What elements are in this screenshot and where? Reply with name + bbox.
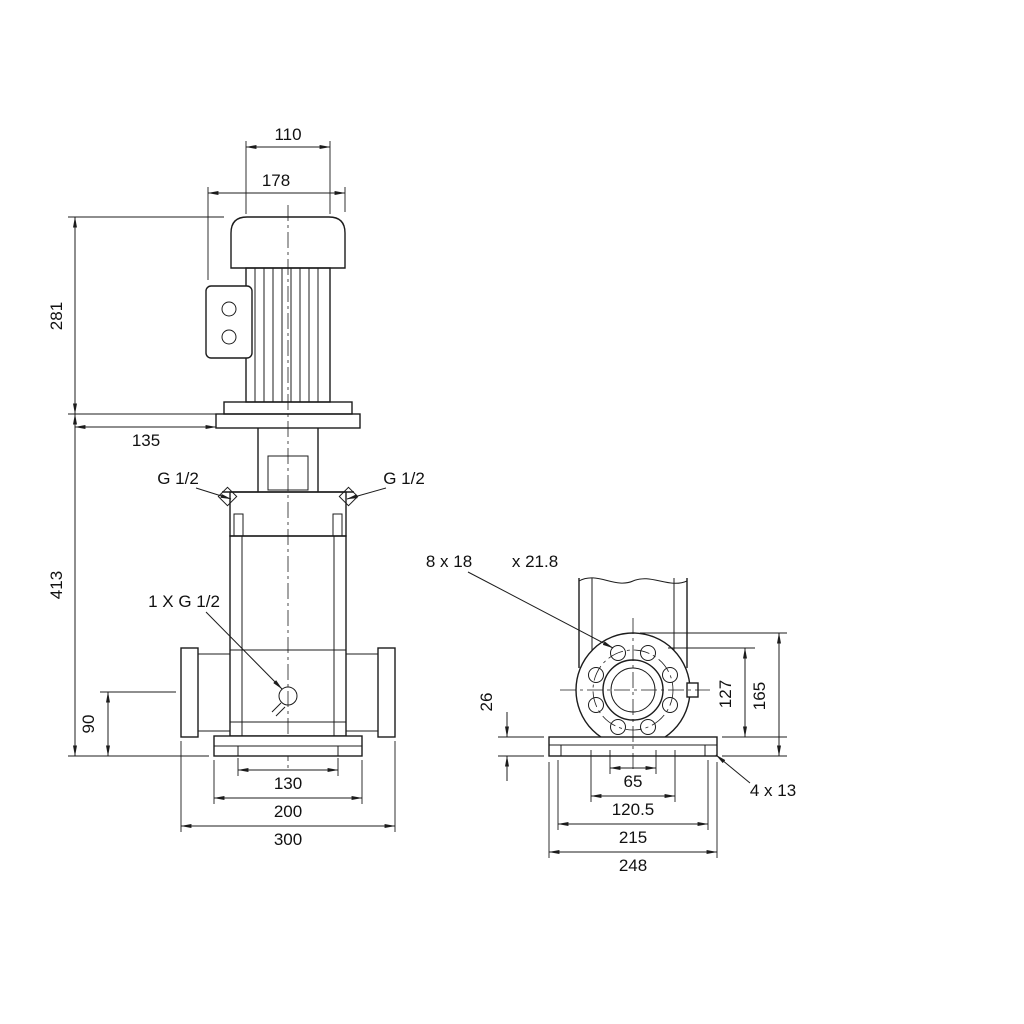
dim-65-label: 65 [624,772,643,791]
flange-hub-right [346,653,378,732]
dim-281-label: 281 [47,302,66,330]
body-inner-lines [591,578,675,651]
drain-label: 1 X G 1/2 [148,592,220,611]
dim-300-label: 300 [274,830,302,849]
dim-281: 281 [47,216,224,415]
bolt-hole [610,645,626,661]
terminal-box-screw-bottom [221,329,237,345]
dim-110-ext [245,141,331,214]
dim-248: 248 [548,762,718,875]
drain-plug [278,686,298,706]
sleeve-joints [230,649,346,723]
drain-spout [271,702,286,717]
dim-165: 165 [640,632,787,757]
terminal-box [205,285,253,359]
dim-248-label: 248 [619,856,647,875]
flange-plate-right [377,647,396,738]
terminal-box-screw-top [221,301,237,317]
dim-215: 215 [557,760,709,847]
lantern-columns [257,428,319,492]
dim-127-label: 127 [716,680,735,708]
dim-200: 200 [213,760,363,821]
port-right-label: G 1/2 [383,469,425,488]
dim-26-ext [498,736,544,757]
base-side-detail [549,744,717,756]
dim-120-5: 120.5 [590,750,676,819]
dim-26: 26 [477,693,544,781]
dim-130-ext [237,758,339,776]
bolt-hole [588,697,604,713]
front-view: 110 178 281 413 135 90 [47,125,425,849]
body-outline [578,578,688,668]
bolt-hole [610,719,626,735]
dim-300: 300 [180,741,396,849]
dim-130: 130 [237,758,339,793]
dim-65: 65 [609,750,657,791]
motor-cap [230,216,346,269]
port-left-leader [195,487,232,500]
dim-135: 135 [74,425,217,450]
dim-178-label: 178 [262,171,290,190]
dim-127: 127 [668,647,787,738]
flange-hub-left [198,653,230,732]
bolt-hole [640,719,656,735]
dim-413-label: 413 [47,571,66,599]
dim-215-label: 215 [619,828,647,847]
staybolt-left [233,513,244,537]
base-holes-label: 4 x 13 [750,781,796,800]
drain-callout: 1 X G 1/2 [148,592,283,690]
bolt-hole [588,667,604,683]
port-plug-left [217,486,238,507]
port-callout-right: G 1/2 [346,469,425,500]
port-callout-left: G 1/2 [157,469,232,500]
port-left-label: G 1/2 [157,469,199,488]
counterbore-label: x 21.8 [512,552,558,571]
drain-leader [205,611,283,690]
dim-281-ext [68,216,224,415]
coupling [267,455,309,491]
dim-215-ext [557,760,709,830]
dim-300-ext [180,741,396,832]
dim-127-ext [668,647,787,738]
dim-90: 90 [79,691,176,757]
dim-65-ext [609,750,657,774]
sleeve-inner-lines [241,536,335,736]
flange-holes-label: 8 x 18 [426,552,472,571]
dim-120-5-label: 120.5 [612,800,655,819]
base-holes-leader [715,754,751,784]
port-right-leader [346,487,387,500]
dim-90-label: 90 [79,715,98,734]
break-line [578,577,688,584]
flange-holes-callout: 8 x 18 x 21.8 [426,552,614,649]
bolt-hole [662,697,678,713]
dim-130-label: 130 [274,774,302,793]
flange-plate-left [180,647,199,738]
dim-110: 110 [245,125,331,214]
dim-120-5-ext [590,750,676,802]
base-front-detail [214,745,362,756]
dim-200-label: 200 [274,802,302,821]
dim-26-label: 26 [477,693,496,712]
dim-248-ext [548,762,718,858]
dim-413: 413 [47,413,209,757]
base-holes-callout: 4 x 13 [715,754,796,800]
motor-fins [254,268,319,402]
dim-165-label: 165 [750,682,769,710]
dim-110-label: 110 [274,125,301,144]
motor-stool [215,413,361,429]
staybolt-right [332,513,343,537]
side-view: 8 x 18 x 21.8 26 127 165 65 [426,552,796,875]
dim-178-ext [207,187,346,280]
dim-178: 178 [207,171,346,280]
dim-165-ext [640,632,787,757]
flange-holes-leader [467,571,614,649]
port-plug-right [338,486,359,507]
dim-135-label: 135 [132,431,160,450]
bolt-hole [640,645,656,661]
bolt-hole [662,667,678,683]
